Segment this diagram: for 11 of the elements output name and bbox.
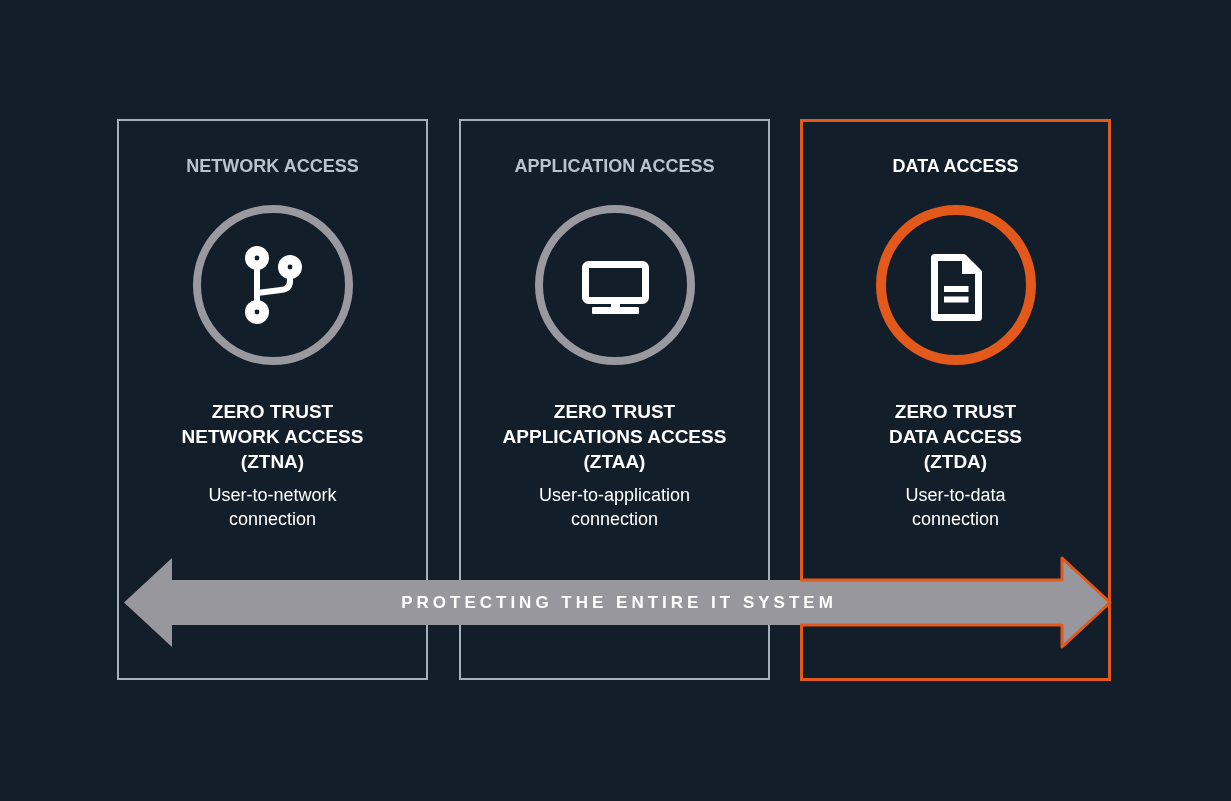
panel-title: ZERO TRUST NETWORK ACCESS (ZTNA) — [181, 400, 364, 474]
panel-title: ZERO TRUST APPLICATIONS ACCESS (ZTAA) — [502, 400, 727, 474]
band-label: PROTECTING THE ENTIRE IT SYSTEM — [400, 591, 838, 614]
panel-description: User-to-application connection — [538, 484, 691, 531]
panel-heading: DATA ACCESS — [892, 155, 1019, 177]
panel-heading: NETWORK ACCESS — [185, 155, 360, 177]
panel-title: ZERO TRUST DATA ACCESS (ZTDA) — [888, 400, 1023, 474]
panel-description: User-to-data connection — [904, 484, 1007, 531]
double-arrow-band — [122, 556, 1112, 649]
panel-heading: APPLICATION ACCESS — [513, 155, 716, 177]
panel-description: User-to-network connection — [207, 484, 338, 531]
